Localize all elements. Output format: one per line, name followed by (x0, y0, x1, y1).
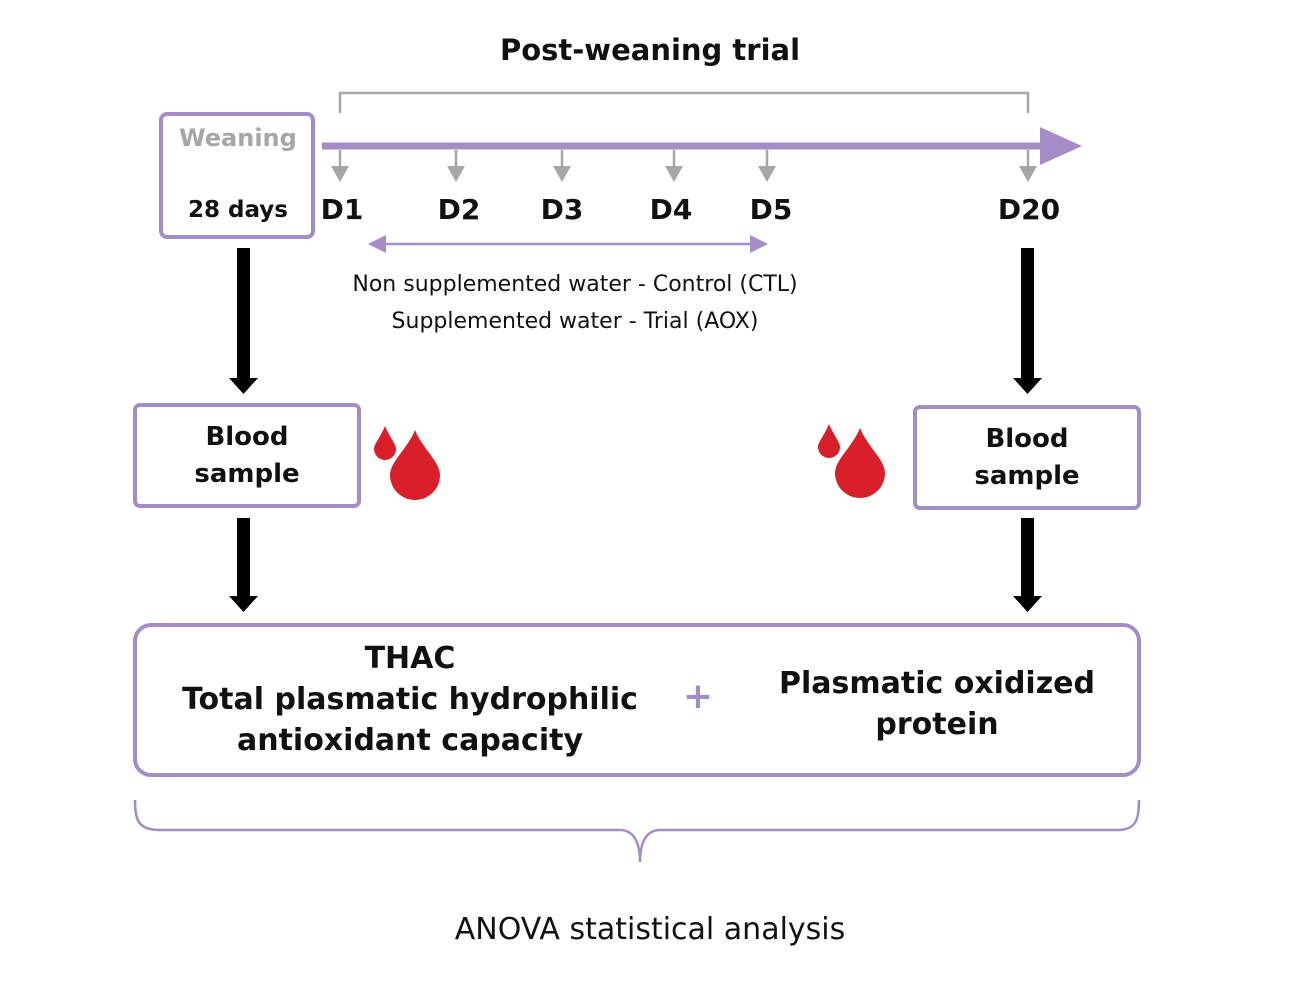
blood-drops-right-icon (818, 424, 885, 498)
supplementation-period-arrow (368, 235, 768, 253)
weaning-age: 28 days (188, 197, 288, 223)
analysis-brace (133, 799, 1141, 863)
flow-arrows (229, 248, 1042, 612)
oxidized-line2: protein (875, 707, 999, 742)
day-label-d4: D4 (649, 193, 693, 226)
day-label-d20: D20 (997, 193, 1061, 226)
timeline-arrowhead (1040, 127, 1082, 165)
blood-sample-left-line2: sample (194, 459, 300, 489)
day-label-d1: D1 (320, 193, 364, 226)
trial-bracket (338, 91, 1030, 113)
group-control-label: Non supplemented water - Control (CTL) (352, 272, 798, 297)
group-trial-label: Supplemented water - Trial (AOX) (391, 309, 759, 334)
day-label-d3: D3 (540, 193, 584, 226)
blood-sample-left-text: Blood sample (135, 419, 359, 493)
weaning-box (159, 112, 315, 239)
day-label-d5: D5 (749, 193, 793, 226)
weaning-label: Weaning (179, 124, 297, 152)
thac-line1: THAC (364, 641, 456, 676)
blood-sample-right-line2: sample (974, 461, 1080, 491)
diagram-title: Post-weaning trial (499, 33, 801, 67)
results-box (133, 623, 1141, 777)
blood-drops-left-icon (374, 426, 440, 500)
blood-sample-box-right (913, 405, 1141, 510)
analysis-label: ANOVA statistical analysis (454, 912, 846, 947)
thac-text: THAC Total plasmatic hydrophilic antioxi… (160, 638, 660, 761)
blood-sample-left-line1: Blood (205, 422, 289, 452)
blood-sample-right-text: Blood sample (915, 421, 1139, 495)
blood-sample-right-line1: Blood (985, 424, 1069, 454)
thac-line3: antioxidant capacity (236, 723, 584, 758)
oxidized-line1: Plasmatic oxidized (778, 666, 1095, 701)
blood-sample-box-left (133, 403, 361, 508)
day-label-d2: D2 (437, 193, 481, 226)
plus-sign: + (682, 676, 714, 717)
oxidized-protein-text: Plasmatic oxidized protein (740, 663, 1134, 745)
day-ticks (331, 150, 1037, 182)
thac-line2: Total plasmatic hydrophilic (182, 682, 638, 717)
